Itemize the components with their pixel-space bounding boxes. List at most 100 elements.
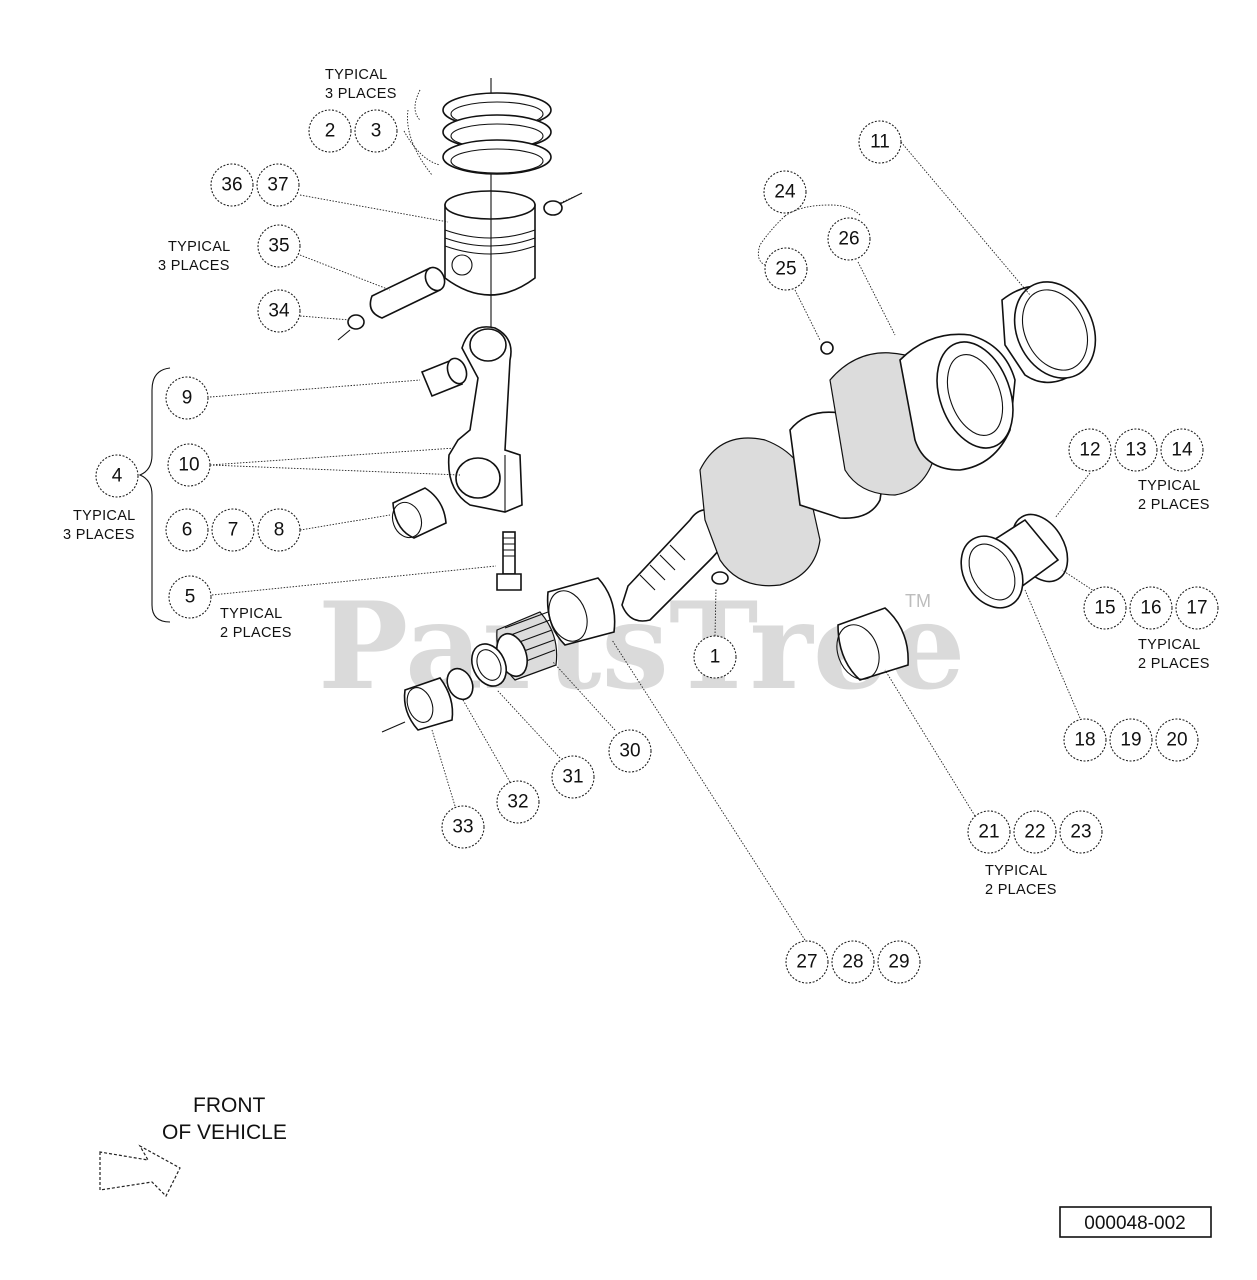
callout-20[interactable]: 20 xyxy=(1155,718,1199,762)
note-typical-15-17: TYPICAL 2 PLACES xyxy=(1138,637,1210,672)
callout-9-label: 9 xyxy=(182,388,193,409)
callout-15-label: 15 xyxy=(1094,598,1115,619)
callout-14[interactable]: 14 xyxy=(1160,428,1204,472)
crank-gear xyxy=(496,611,558,681)
callout-1-label: 1 xyxy=(710,647,721,668)
callout-10[interactable]: 10 xyxy=(167,443,211,487)
circlip-upper xyxy=(543,192,583,216)
bearing-assembly-right xyxy=(960,513,1069,609)
callout-28[interactable]: 28 xyxy=(831,940,875,984)
callout-31[interactable]: 31 xyxy=(551,755,595,799)
callout-30[interactable]: 30 xyxy=(608,729,652,773)
callout-13[interactable]: 13 xyxy=(1114,428,1158,472)
front-label-line2: OF VEHICLE xyxy=(162,1121,287,1144)
callout-3-label: 3 xyxy=(371,121,382,142)
callout-22[interactable]: 22 xyxy=(1013,810,1057,854)
rod-bolt xyxy=(496,531,522,591)
callout-29-label: 29 xyxy=(888,952,909,973)
note-typical-bolt: TYPICAL 2 PLACES xyxy=(220,606,291,641)
callout-35-label: 35 xyxy=(268,236,289,257)
callout-25[interactable]: 25 xyxy=(764,247,808,291)
note-line: TYPICAL xyxy=(325,67,388,83)
note-line: TYPICAL xyxy=(1138,637,1201,653)
callout-6[interactable]: 6 xyxy=(165,508,209,552)
o-ring xyxy=(446,667,474,701)
callout-30-label: 30 xyxy=(619,741,640,762)
note-line: 2 PLACES xyxy=(1138,497,1210,513)
note-typical-pin: TYPICAL 3 PLACES xyxy=(158,239,231,274)
note-line: TYPICAL xyxy=(168,239,231,255)
callout-17-label: 17 xyxy=(1186,598,1207,619)
callout-22-label: 22 xyxy=(1024,822,1045,843)
callout-12[interactable]: 12 xyxy=(1068,428,1112,472)
callout-24[interactable]: 24 xyxy=(763,170,807,214)
callout-37-label: 37 xyxy=(267,175,288,196)
callout-5[interactable]: 5 xyxy=(168,575,212,619)
note-typical-rings: TYPICAL 3 PLACES xyxy=(325,67,397,102)
callout-36[interactable]: 36 xyxy=(210,163,254,207)
callout-2-label: 2 xyxy=(325,121,336,142)
callout-13-label: 13 xyxy=(1125,440,1146,461)
callout-21[interactable]: 21 xyxy=(967,810,1011,854)
callout-26[interactable]: 26 xyxy=(827,217,871,261)
callout-7[interactable]: 7 xyxy=(211,508,255,552)
note-line: 2 PLACES xyxy=(985,882,1057,898)
note-line: TYPICAL xyxy=(73,508,136,524)
callout-9[interactable]: 9 xyxy=(165,376,209,420)
callout-33-label: 33 xyxy=(452,817,473,838)
crankshaft xyxy=(621,333,1016,622)
bearing-21-23 xyxy=(836,607,909,681)
callout-27[interactable]: 27 xyxy=(785,940,829,984)
front-label-line1: FRONT xyxy=(193,1094,265,1117)
callout-11-label: 11 xyxy=(870,132,890,153)
callout-33[interactable]: 33 xyxy=(441,805,485,849)
note-line: TYPICAL xyxy=(985,863,1048,879)
note-line: TYPICAL xyxy=(220,606,283,622)
callout-12-label: 12 xyxy=(1079,440,1100,461)
piston xyxy=(444,190,536,330)
callout-11[interactable]: 11 xyxy=(858,120,902,164)
front-arrow-icon xyxy=(99,1144,181,1198)
callout-26-label: 26 xyxy=(838,229,859,250)
callout-15[interactable]: 15 xyxy=(1083,586,1127,630)
callout-32-label: 32 xyxy=(507,792,528,813)
callout-8-label: 8 xyxy=(274,520,285,541)
callout-4-label: 4 xyxy=(112,466,123,487)
callout-29[interactable]: 29 xyxy=(877,940,921,984)
callout-5-label: 5 xyxy=(185,587,196,608)
callout-34[interactable]: 34 xyxy=(257,289,301,333)
small-end-bushing xyxy=(420,357,468,398)
callout-34-label: 34 xyxy=(268,301,290,322)
callout-7-label: 7 xyxy=(228,520,239,541)
note-line: TYPICAL xyxy=(1138,478,1201,494)
callout-37[interactable]: 37 xyxy=(256,163,300,207)
diagram-code: 000048-002 xyxy=(1084,1213,1185,1234)
callout-18[interactable]: 18 xyxy=(1063,718,1107,762)
callout-36-label: 36 xyxy=(221,175,242,196)
callout-32[interactable]: 32 xyxy=(496,780,540,824)
note-line: 2 PLACES xyxy=(1138,656,1210,672)
thrust-washer xyxy=(470,643,508,687)
watermark-tm: TM xyxy=(905,591,931,611)
note-line: 3 PLACES xyxy=(325,86,397,102)
leader-lines xyxy=(209,89,1101,941)
callout-24-label: 24 xyxy=(774,182,796,203)
piston-pin xyxy=(369,266,446,319)
front-of-vehicle-indicator: FRONT OF VEHICLE xyxy=(99,1094,287,1198)
callout-18-label: 18 xyxy=(1074,730,1095,751)
callout-25-label: 25 xyxy=(775,259,796,280)
callout-8[interactable]: 8 xyxy=(257,508,301,552)
note-typical-12-14: TYPICAL 2 PLACES xyxy=(1138,478,1210,513)
circlip-lower xyxy=(337,314,365,341)
callout-17[interactable]: 17 xyxy=(1175,586,1219,630)
callout-4[interactable]: 4 xyxy=(95,454,139,498)
callout-1[interactable]: 1 xyxy=(693,635,737,679)
callout-2[interactable]: 2 xyxy=(308,109,352,153)
callout-19[interactable]: 19 xyxy=(1109,718,1153,762)
callout-3[interactable]: 3 xyxy=(354,109,398,153)
main-bearing-rear xyxy=(1001,281,1097,384)
callout-16[interactable]: 16 xyxy=(1129,586,1173,630)
callout-35[interactable]: 35 xyxy=(257,224,301,268)
callout-23[interactable]: 23 xyxy=(1059,810,1103,854)
